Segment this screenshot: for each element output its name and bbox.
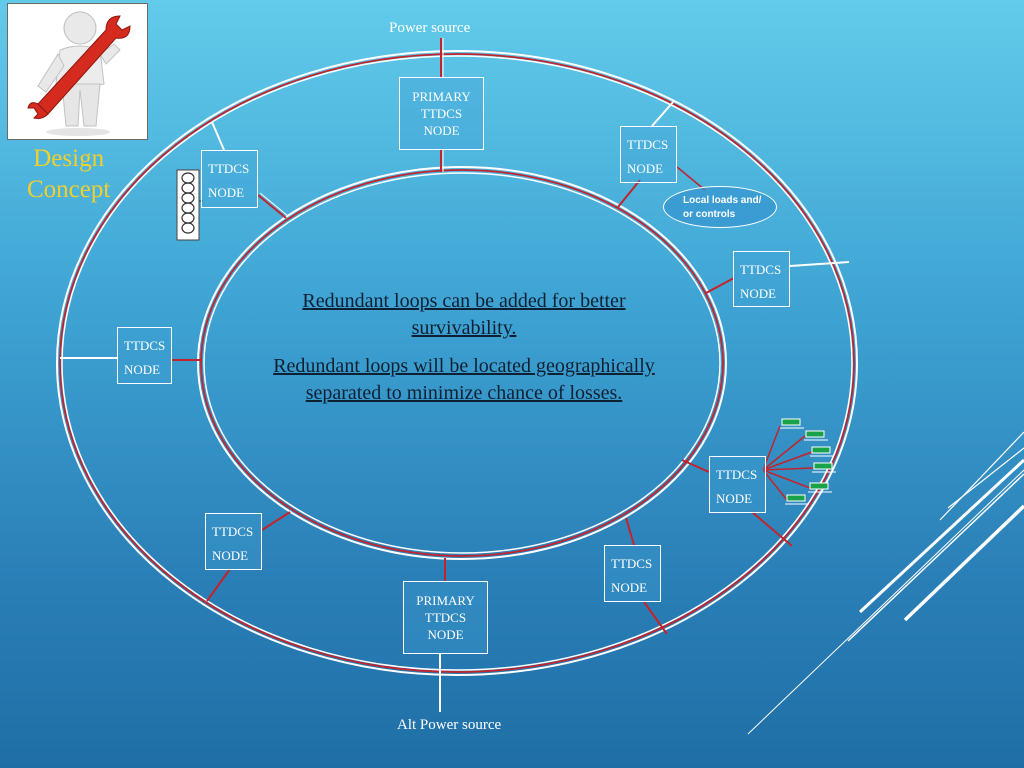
ttdcs-node-lower-right: TTDCS NODE bbox=[709, 456, 766, 513]
node-label: NODE bbox=[611, 580, 648, 595]
ttdcs-node-upper-right: TTDCS NODE bbox=[620, 126, 677, 183]
inner-ring-white-inner bbox=[203, 172, 721, 554]
local-loads-line-1: Local loads and/ bbox=[683, 195, 762, 206]
node-label: TTDCS bbox=[212, 524, 254, 539]
statement-survivability: Redundant loops can be added for better … bbox=[302, 290, 626, 339]
local-loads-callout: Local loads and/ or controls bbox=[663, 186, 777, 228]
node-label: TTDCS bbox=[208, 161, 250, 176]
primary-node-bottom: PRIMARY TTDCS NODE bbox=[403, 581, 488, 654]
title-line-2: Concept bbox=[27, 176, 111, 203]
title-line-1: Design bbox=[33, 145, 105, 172]
led-load-icon bbox=[762, 418, 836, 505]
node-label: PRIMARY bbox=[412, 89, 471, 104]
node-label: NODE bbox=[208, 185, 245, 200]
statement-geographic-separation: Redundant loops will be located geograph… bbox=[273, 355, 655, 404]
node-label: NODE bbox=[124, 362, 161, 377]
node-label: NODE bbox=[716, 491, 753, 506]
ttdcs-node-right: TTDCS NODE bbox=[733, 251, 790, 307]
node-label: PRIMARY bbox=[416, 593, 475, 608]
redundancy-statements: Redundant loops can be added for better … bbox=[264, 288, 664, 418]
power-source-label: Power source bbox=[389, 20, 471, 36]
node-label: NODE bbox=[740, 286, 777, 301]
outer-ring-white-inner bbox=[61, 55, 853, 671]
slide-title: Design Concept bbox=[27, 143, 110, 205]
node-label: TTDCS bbox=[424, 610, 467, 625]
node-label: TTDCS bbox=[627, 137, 669, 152]
outer-ring-red bbox=[59, 53, 855, 673]
node-label: TTDCS bbox=[740, 262, 782, 277]
outer-ring-white bbox=[56, 50, 858, 676]
node-label: NODE bbox=[423, 123, 460, 138]
local-loads-line-2: or controls bbox=[683, 209, 736, 220]
node-label: NODE bbox=[427, 627, 464, 642]
logo-figure-with-wrench-icon bbox=[7, 3, 148, 140]
node-connectors bbox=[60, 38, 850, 712]
inner-ring-red bbox=[200, 169, 724, 557]
coil-device-icon bbox=[176, 169, 203, 241]
inner-ring-white bbox=[197, 166, 727, 560]
ttdcs-node-lower-left: TTDCS NODE bbox=[205, 513, 262, 570]
node-label: TTDCS bbox=[611, 556, 653, 571]
ttdcs-node-upper-left: TTDCS NODE bbox=[201, 150, 258, 208]
node-label: TTDCS bbox=[124, 338, 166, 353]
primary-node-top: PRIMARY TTDCS NODE bbox=[399, 77, 484, 150]
node-label: NODE bbox=[627, 161, 664, 176]
alt-power-source-label: Alt Power source bbox=[397, 717, 502, 733]
ttdcs-node-left: TTDCS NODE bbox=[117, 327, 172, 384]
figure-with-wrench-icon bbox=[27, 11, 131, 136]
node-label: NODE bbox=[212, 548, 249, 563]
node-label: TTDCS bbox=[716, 467, 758, 482]
decorative-lines bbox=[747, 431, 1024, 735]
node-label: TTDCS bbox=[420, 106, 463, 121]
ttdcs-node-bottom-right: TTDCS NODE bbox=[604, 545, 661, 602]
